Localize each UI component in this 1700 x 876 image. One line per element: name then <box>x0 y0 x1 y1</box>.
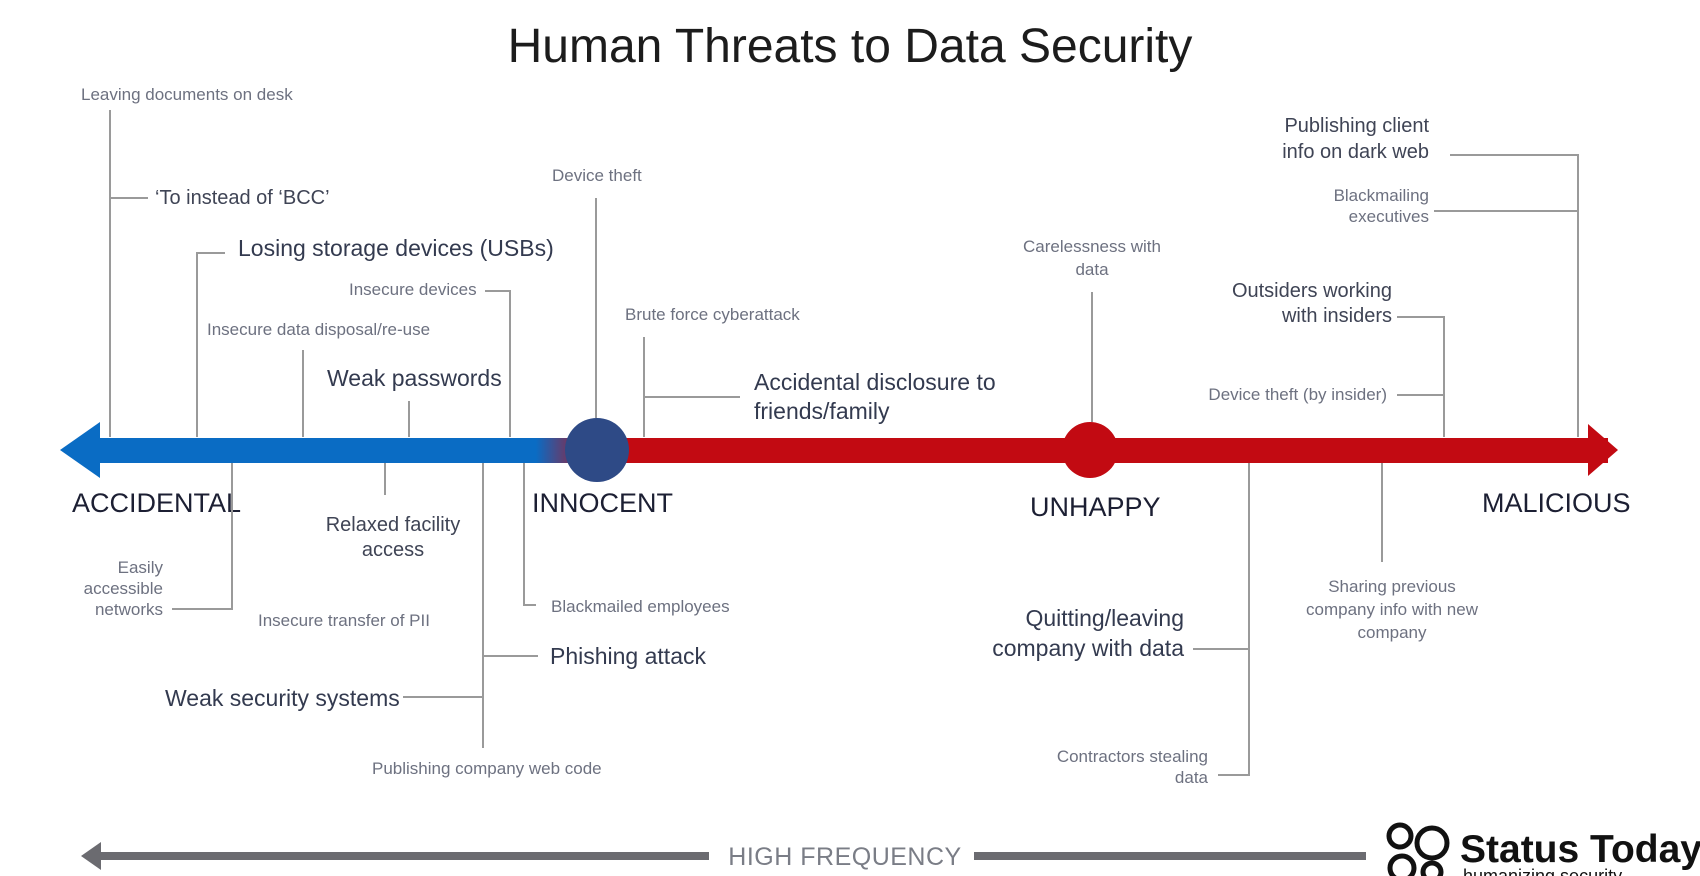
logo-tagline: humanizing security <box>1463 866 1622 876</box>
threat-relaxed-facility-2: access <box>362 539 424 561</box>
threat-quitting-2: company with data <box>992 635 1184 661</box>
right-arrowhead-icon <box>1588 424 1618 476</box>
threat-publishing-web-code: Publishing company web code <box>372 759 602 778</box>
category-innocent: INNOCENT <box>532 488 673 518</box>
status-today-logo: Status Today humanizing security <box>1386 822 1700 876</box>
threat-spectrum-arrow <box>60 418 1618 482</box>
threat-publishing-dark-web-1: Publishing client <box>1284 115 1429 137</box>
threat-outsiders-insiders-2: with insiders <box>1281 305 1392 327</box>
threat-insecure-disposal: Insecure data disposal/re-use <box>207 320 430 339</box>
threat-phishing: Phishing attack <box>550 643 706 669</box>
threat-sharing-previous-3: company <box>1358 623 1427 642</box>
threat-accidental-disclosure-1: Accidental disclosure to <box>754 369 996 395</box>
connector-lines <box>109 110 1579 776</box>
unhappy-node <box>1062 422 1118 478</box>
threat-losing-storage: Losing storage devices (USBs) <box>238 235 554 261</box>
threat-publishing-dark-web-2: info on dark web <box>1282 141 1429 163</box>
threat-weak-security: Weak security systems <box>165 685 400 711</box>
threat-accidental-disclosure-2: friends/family <box>754 398 890 424</box>
category-unhappy: UNHAPPY <box>1030 492 1161 522</box>
threat-brute-force: Brute force cyberattack <box>625 305 800 324</box>
threat-contractors-1: Contractors stealing <box>1057 747 1208 766</box>
threat-carelessness-2: data <box>1075 260 1109 279</box>
category-accidental: ACCIDENTAL <box>72 488 241 518</box>
threat-leaving-documents: Leaving documents on desk <box>81 85 293 104</box>
threat-blackmailed-employees: Blackmailed employees <box>551 597 730 616</box>
threat-outsiders-insiders-1: Outsiders working <box>1232 280 1392 302</box>
threat-relaxed-facility-1: Relaxed facility <box>326 514 461 536</box>
threat-sharing-previous-2: company info with new <box>1306 600 1479 619</box>
threat-insecure-transfer: Insecure transfer of PII <box>258 611 430 630</box>
category-malicious: MALICIOUS <box>1482 488 1631 518</box>
threat-device-theft-insider: Device theft (by insider) <box>1208 385 1387 404</box>
threat-quitting-1: Quitting/leaving <box>1025 605 1184 631</box>
frequency-arrow <box>81 842 1366 870</box>
logo-name: Status Today <box>1460 828 1700 871</box>
threat-insecure-devices: Insecure devices <box>349 280 477 299</box>
innocent-node <box>565 418 629 482</box>
threat-easily-accessible-2: accessible <box>84 579 163 598</box>
threat-sharing-previous-1: Sharing previous <box>1328 577 1456 596</box>
frequency-label: HIGH FREQUENCY <box>728 843 961 871</box>
threat-easily-accessible-1: Easily <box>118 558 164 577</box>
threat-carelessness-1: Carelessness with <box>1023 237 1161 256</box>
threat-contractors-2: data <box>1175 768 1209 787</box>
threat-to-instead-of-bcc: ‘To instead of ‘BCC’ <box>155 187 330 209</box>
threat-blackmailing-execs-2: executives <box>1349 207 1429 226</box>
left-arrowhead-icon <box>60 422 100 478</box>
frequency-arrowhead-icon <box>81 842 101 870</box>
threat-device-theft: Device theft <box>552 166 642 185</box>
threat-blackmailing-execs-1: Blackmailing <box>1334 186 1429 205</box>
threat-easily-accessible-3: networks <box>95 600 163 619</box>
threat-weak-passwords: Weak passwords <box>327 365 502 391</box>
page-title: Human Threats to Data Security <box>508 20 1193 73</box>
logo-circles-icon <box>1386 822 1450 876</box>
